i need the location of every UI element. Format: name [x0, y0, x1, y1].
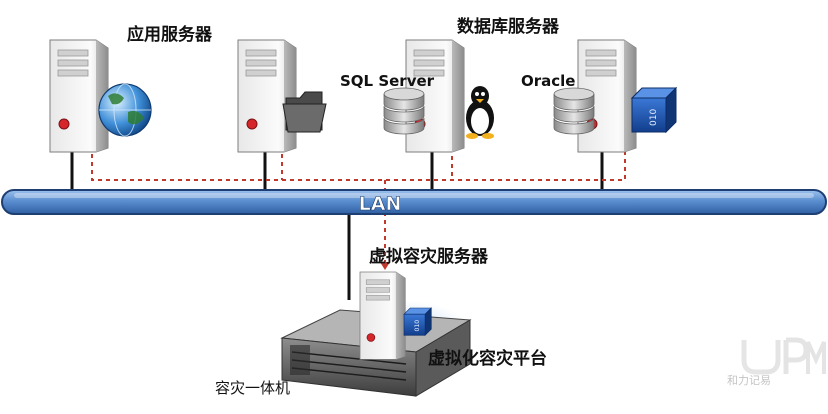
appliance-label: 容灾一体机 [215, 379, 290, 397]
oracle-label: Oracle [521, 72, 575, 90]
svg-text:010: 010 [649, 109, 659, 126]
lan-label: LAN [359, 193, 402, 215]
folder-icon [282, 91, 327, 133]
virtual-dr-server [359, 271, 406, 360]
database-icon [553, 87, 595, 135]
binary-cube-icon: 010 [631, 87, 677, 133]
linux-penguin-icon [466, 86, 494, 139]
binary-cube-icon: 010 [403, 307, 432, 336]
replication-arrow [380, 262, 390, 270]
virtual-dr-server-label: 虚拟容灾服务器 [369, 246, 489, 267]
lan-bus [1, 189, 827, 215]
watermark-text: 和力记易 [727, 374, 771, 387]
app-servers-label: 应用服务器 [127, 24, 213, 45]
db-servers-label: 数据库服务器 [457, 16, 560, 37]
app-server-2 [237, 39, 297, 153]
app-server-1 [49, 39, 109, 153]
watermark-logo [741, 337, 826, 375]
database-icon [383, 87, 425, 135]
svg-text:010: 010 [414, 320, 421, 332]
virtualization-platform-label: 虚拟化容灾平台 [428, 348, 547, 369]
sql-server-label: SQL Server [340, 72, 435, 90]
globe-icon [98, 83, 152, 137]
